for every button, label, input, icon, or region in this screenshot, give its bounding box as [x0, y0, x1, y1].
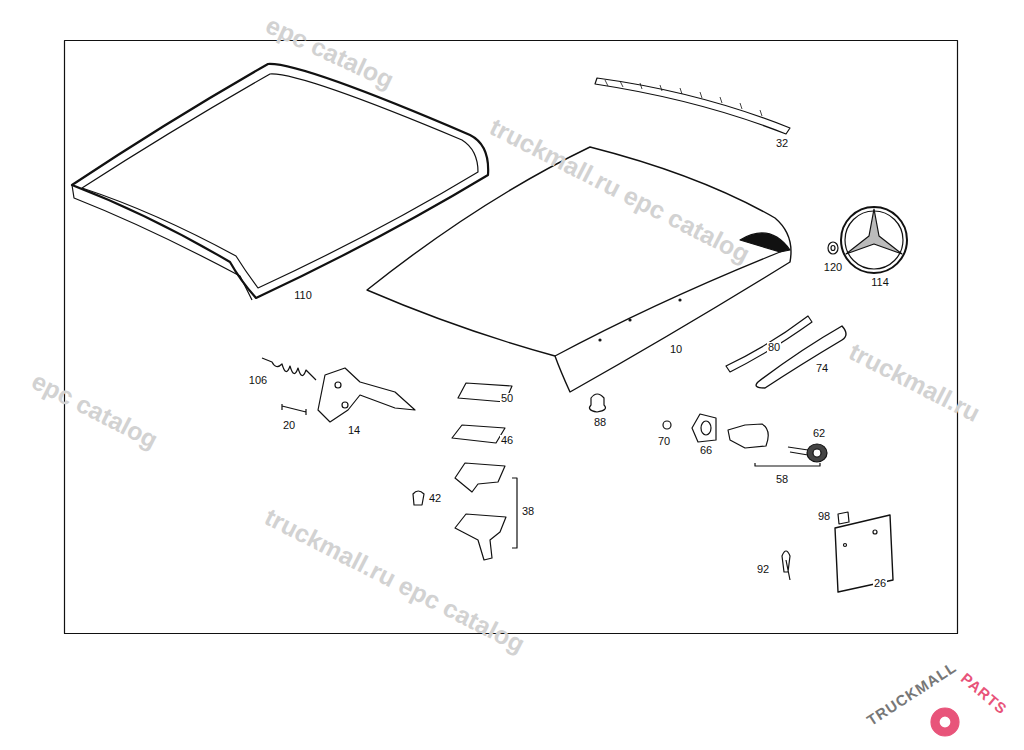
watermark: truckmall.ru epc catalog [261, 504, 529, 657]
callout-number: 46 [500, 435, 514, 446]
callout-number: 58 [775, 474, 789, 485]
trunk-seal [72, 64, 488, 300]
spring [262, 358, 316, 380]
latch [455, 514, 506, 560]
gasket [692, 414, 716, 442]
pin [282, 404, 306, 415]
callout-number: 70 [657, 436, 671, 447]
handle [756, 326, 846, 388]
callout-number: 88 [593, 417, 607, 428]
callout-number: 106 [248, 375, 268, 386]
trim-strip [595, 78, 790, 134]
logo-text: PARTS [958, 670, 1010, 717]
wire-loop [782, 551, 790, 580]
callout-number: 32 [775, 138, 789, 149]
latch [455, 463, 505, 492]
watermark: truckmall.ru [846, 338, 985, 425]
callout-number: 26 [873, 578, 887, 589]
handle-strip [726, 316, 812, 372]
callout-number: 50 [500, 393, 514, 404]
key [788, 447, 808, 455]
callout-number: 42 [428, 493, 442, 504]
logo-text: TRUCKMALL [865, 659, 960, 728]
callout-number: 80 [767, 342, 781, 353]
callout-number: 110 [293, 290, 313, 301]
nut [663, 421, 671, 429]
bracket [755, 463, 820, 466]
watermark: epc catalog [28, 368, 162, 453]
watermark: epc catalog [262, 12, 397, 93]
hinge [318, 368, 415, 422]
plug [413, 491, 424, 505]
frame [65, 41, 958, 634]
washer [828, 242, 838, 254]
callout-number: 120 [823, 262, 843, 273]
callout-number: 20 [282, 420, 296, 431]
callout-number: 10 [669, 344, 683, 355]
bracket [512, 478, 517, 548]
logo-gear [931, 708, 959, 736]
lock-cylinder [728, 424, 768, 448]
callout-number: 38 [521, 506, 535, 517]
buffer [589, 394, 605, 412]
callout-number: 98 [817, 511, 831, 522]
callout-number: 66 [699, 445, 713, 456]
plate [452, 425, 505, 443]
clip [838, 512, 849, 524]
cover-plate [835, 515, 893, 592]
callout-number: 114 [870, 277, 890, 288]
callout-number: 14 [347, 425, 361, 436]
watermark: truckmall.ru epc catalog [486, 114, 754, 267]
star-emblem [841, 207, 907, 273]
callout-number: 92 [756, 564, 770, 575]
callout-number: 62 [812, 428, 826, 439]
callout-number: 74 [815, 363, 829, 374]
